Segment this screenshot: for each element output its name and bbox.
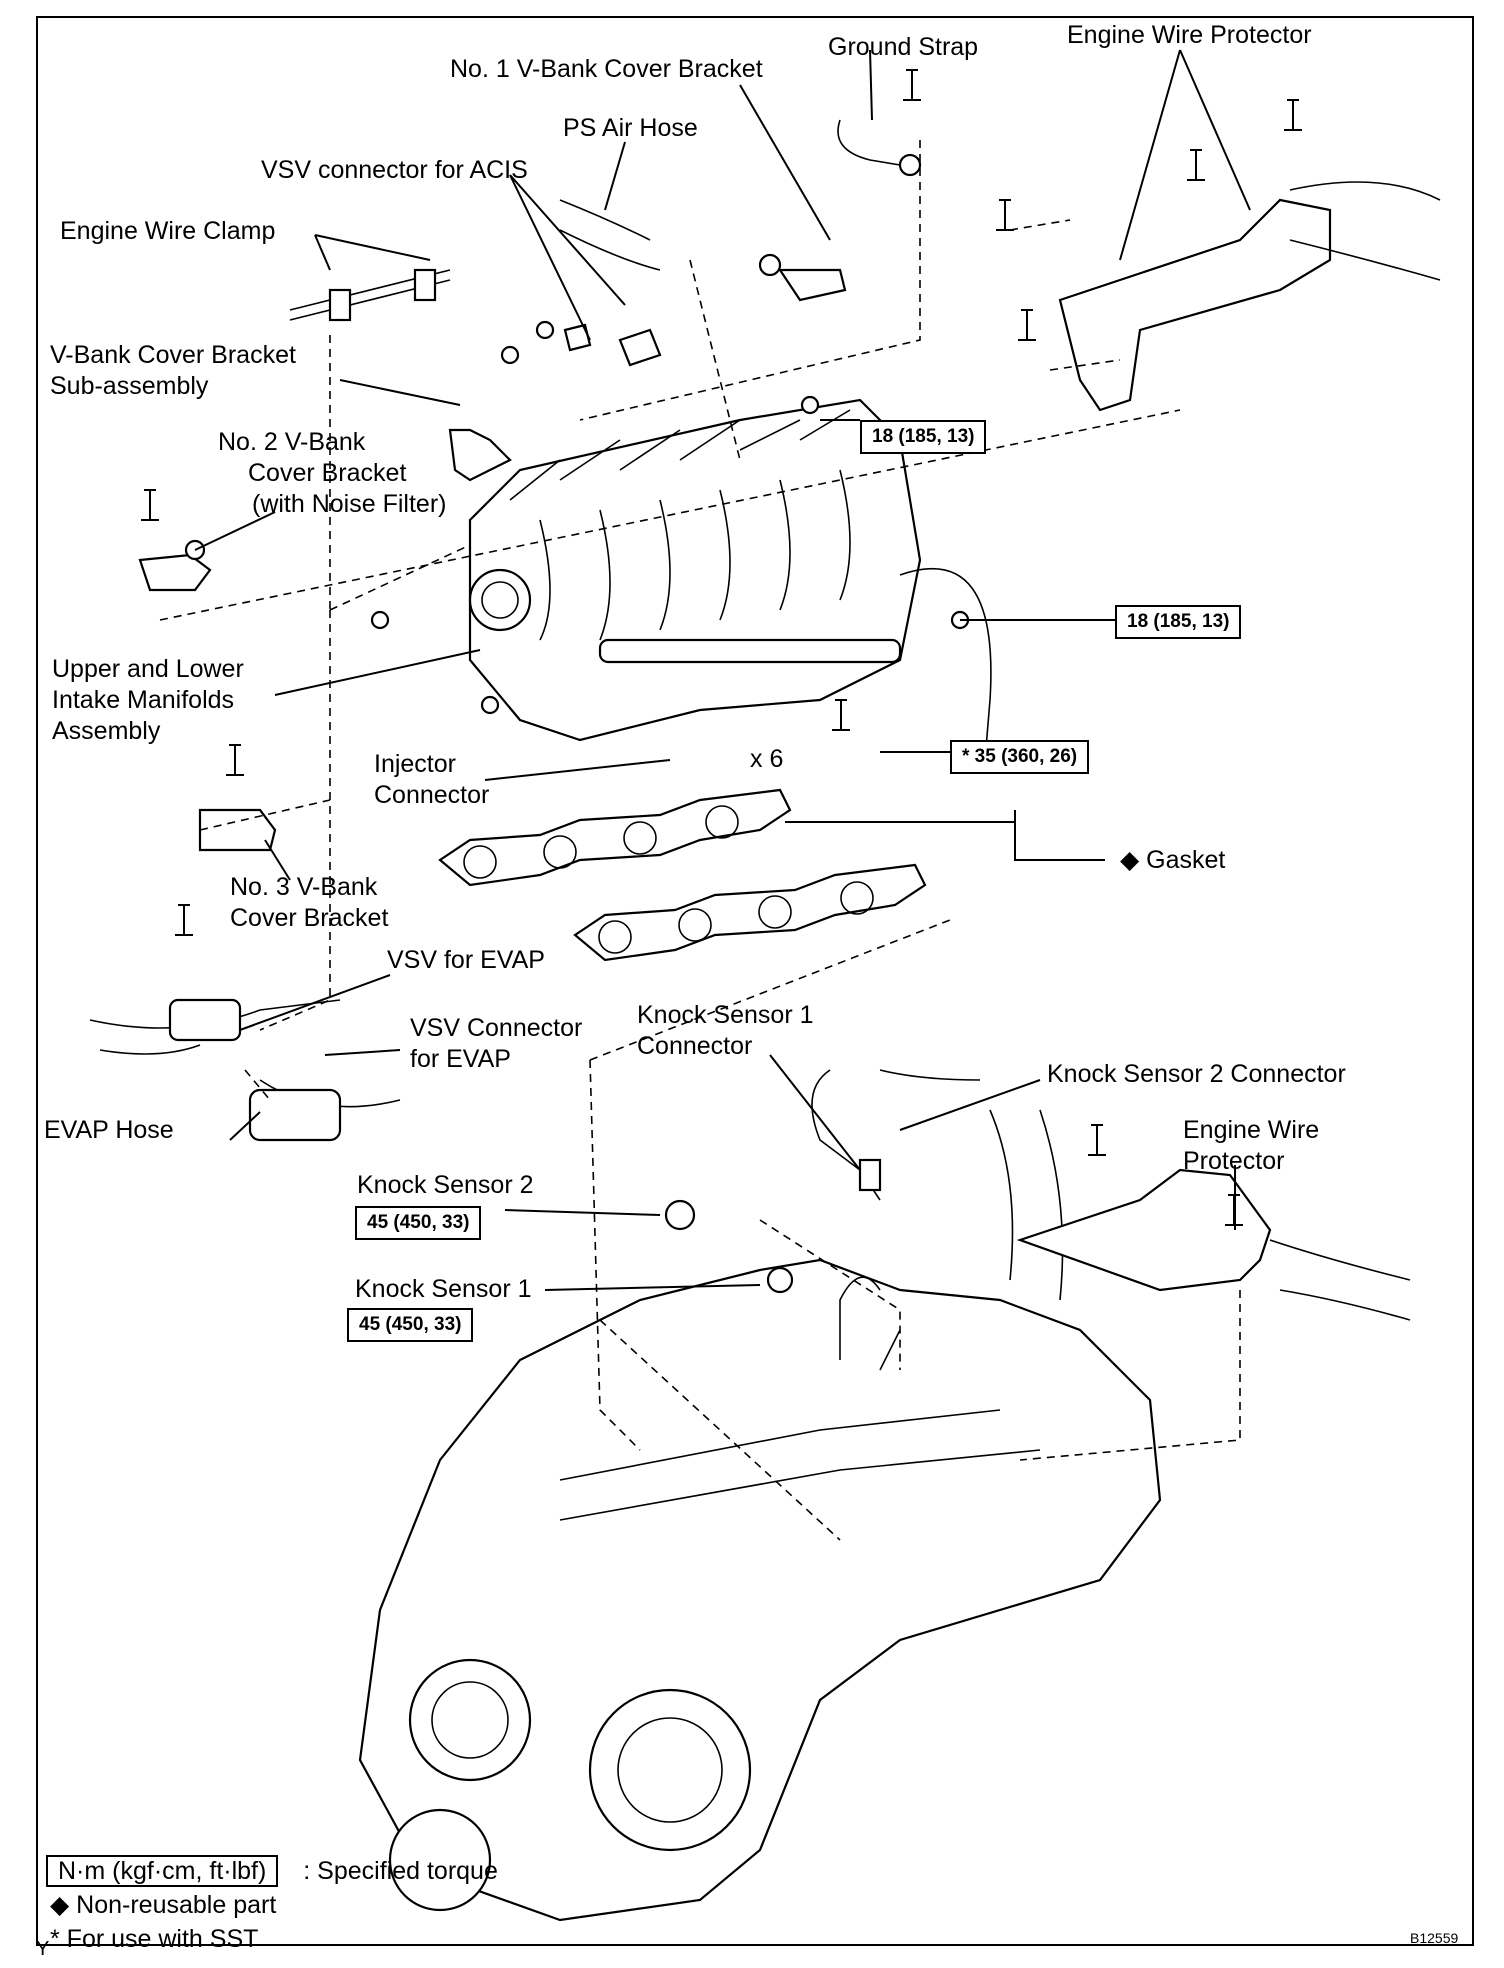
legend-torque-unit: N·m (kgf·cm, ft·lbf) : Specified torque [46,1854,498,1888]
label-knock-sensor-2: Knock Sensor 2 [357,1171,534,1199]
dashed-alignment-lines [159,140,1241,1541]
label-no3-line2: Cover Bracket [230,904,389,932]
torque-box: * 35 (360, 26) [950,740,1090,774]
legend-unit-box: N·m (kgf·cm, ft·lbf) [46,1855,279,1887]
legend-sst: * For use with SST [50,1925,259,1953]
label-knock-sensor-1-connector: Knock Sensor 1 Connector [637,1000,814,1062]
label-ewp-low-line2: Protector [1183,1147,1285,1175]
label-intake-line2: Intake Manifolds [52,686,235,714]
label-ks1-conn-line2: Connector [637,1032,753,1060]
label-engine-wire-protector-top: Engine Wire Protector [1067,21,1312,49]
label-vsv-connector-acis: VSV connector for ACIS [261,156,528,184]
torque-box: 18 (185, 13) [860,420,987,454]
label-vsv-conn-line2: for EVAP [410,1045,511,1073]
label-ground-strap: Ground Strap [828,33,979,61]
torque-box: 45 (450, 33) [355,1206,482,1240]
label-vsv-conn-line1: VSV Connector [410,1014,583,1042]
label-injector-line2: Connector [374,781,490,809]
label-injector-line1: Injector [374,750,456,778]
label-no2-vbank-cover-bracket: No. 2 V-Bank Cover Bracket (with Noise F… [218,427,446,520]
label-vbank-line1: V-Bank Cover Bracket [50,341,296,369]
label-no3-vbank-cover-bracket: No. 3 V-Bank Cover Bracket [230,872,388,934]
wiring-illustration [89,181,1441,1321]
label-no2-line3: (with Noise Filter) [252,490,447,518]
label-no2-line1: No. 2 V-Bank [218,428,366,456]
legend-non-reusable: ◆ Non-reusable part [50,1891,277,1919]
label-intake-line3: Assembly [52,717,161,745]
label-intake-manifolds: Upper and Lower Intake Manifolds Assembl… [52,654,244,747]
engine-block-illustration [358,1109,1162,1922]
label-knock-sensor-1: Knock Sensor 1 [355,1275,532,1303]
intake-manifold-illustration [468,398,992,761]
label-vbank-line2: Sub-assembly [50,372,209,400]
label-vsv-evap: VSV for EVAP [387,946,545,974]
label-engine-wire-protector-low: Engine Wire Protector [1183,1115,1319,1177]
label-engine-wire-clamp: Engine Wire Clamp [60,217,276,245]
leader-lines [194,49,1251,1291]
label-x6: x 6 [750,745,784,773]
small-parts-illustration [99,119,922,1294]
torque-box: 18 (185, 13) [1115,605,1242,639]
corner-mark: Y [36,1938,50,1960]
figure-code: B12559 [1410,1930,1459,1946]
torque-box: 45 (450, 33) [347,1308,474,1342]
diagram-frame [36,16,1474,1946]
bolt-icons [141,69,1302,1226]
label-ewp-low-line1: Engine Wire [1183,1116,1320,1144]
label-no3-line1: No. 3 V-Bank [230,873,378,901]
label-vsv-connector-evap: VSV Connector for EVAP [410,1013,582,1075]
label-knock-sensor-2-connector: Knock Sensor 2 Connector [1047,1060,1346,1088]
label-evap-hose: EVAP Hose [44,1116,174,1144]
label-ks1-conn-line1: Knock Sensor 1 [637,1001,814,1029]
gasket-illustration [438,788,927,962]
label-intake-line1: Upper and Lower [52,655,244,683]
legend-unit-desc: : Specified torque [303,1857,498,1885]
label-gasket: ◆ Gasket [1120,846,1226,874]
label-no2-line2: Cover Bracket [248,459,407,487]
label-no1-vbank-cover-bracket: No. 1 V-Bank Cover Bracket [450,55,763,83]
label-injector-connector: Injector Connector [374,749,489,811]
label-vbank-cover-bracket-sub: V-Bank Cover Bracket Sub-assembly [50,340,296,402]
label-ps-air-hose: PS Air Hose [563,114,698,142]
